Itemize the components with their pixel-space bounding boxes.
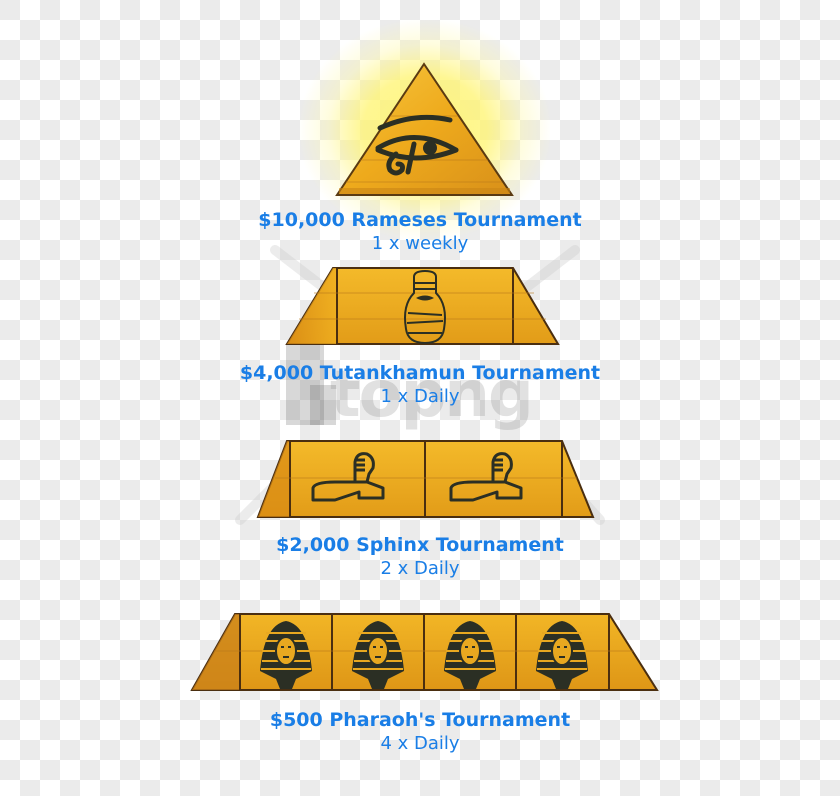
pyramid-tier-1: [335, 62, 514, 196]
pharaoh-head-icon: [260, 621, 312, 689]
tier-3-title: $2,000 Sphinx Tournament: [276, 534, 564, 556]
tier-3-caption: $2,000 Sphinx Tournament 2 x Daily: [0, 533, 840, 581]
tier-4-title: $500 Pharaoh's Tournament: [269, 709, 571, 731]
mummy-sarcophagus-icon: [404, 269, 446, 345]
tier-1-title: $10,000 Rameses Tournament: [258, 209, 582, 231]
tier-4-frequency: 4 x Daily: [380, 733, 460, 754]
tier-1-caption: $10,000 Rameses Tournament 1 x weekly: [0, 208, 840, 256]
tier-3-frequency: 2 x Daily: [380, 558, 460, 579]
eye-of-horus-icon: [375, 114, 459, 176]
pyramid-tier-3: [256, 440, 595, 518]
pyramid-tier-4: [190, 613, 659, 691]
watermark-logo-mark: [310, 385, 336, 425]
tier-2-title: $4,000 Tutankhamun Tournament: [239, 362, 601, 384]
pharaoh-head-icon: [352, 621, 404, 689]
watermark-logo-mark: [286, 345, 324, 425]
pharaoh-head-icon: [536, 621, 588, 689]
sphinx-icon: [449, 452, 523, 502]
watermark-text: topng: [330, 358, 534, 432]
sphinx-icon: [311, 452, 385, 502]
tier-1-frequency: 1 x weekly: [371, 233, 469, 254]
tier-2-caption: $4,000 Tutankhamun Tournament 1 x Daily: [0, 361, 840, 409]
pharaoh-head-icon: [444, 621, 496, 689]
tier-2-frequency: 1 x Daily: [380, 386, 460, 407]
tier-4-caption: $500 Pharaoh's Tournament 4 x Daily: [0, 708, 840, 756]
pyramid-tier-2: [285, 267, 560, 345]
